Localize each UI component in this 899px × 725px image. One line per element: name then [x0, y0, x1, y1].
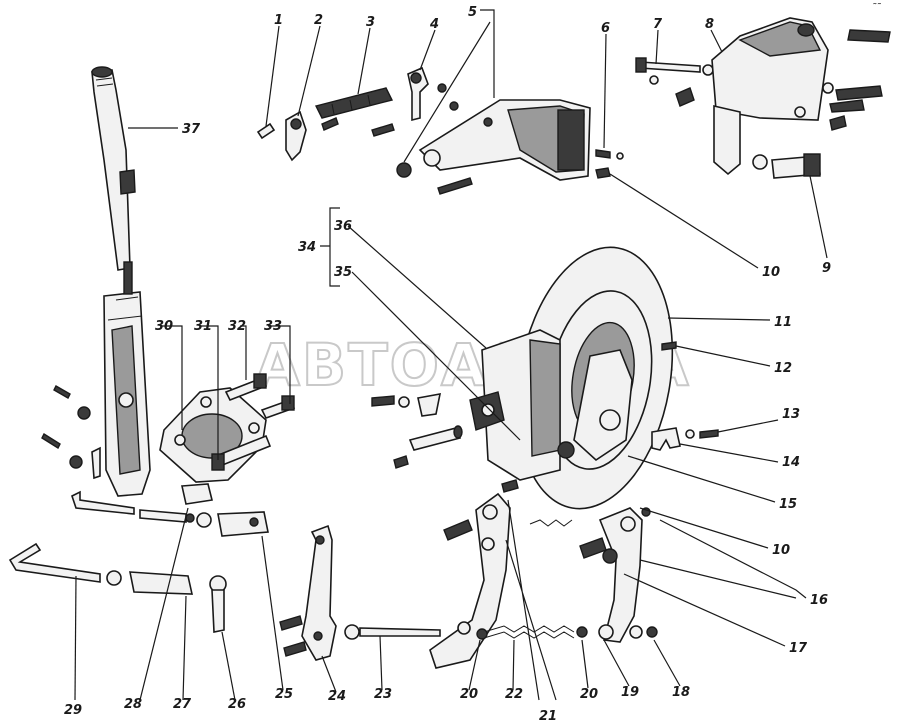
part-10-spring-lower: [501, 479, 573, 527]
callout-28: 28: [124, 697, 142, 712]
callout-4: 4: [429, 17, 439, 32]
part-3-shaft: [314, 87, 395, 137]
corner-mark: ˜˜: [872, 2, 882, 13]
callout-6: 6: [601, 21, 610, 36]
part-24-lever: [279, 524, 337, 661]
part-17-lever: [579, 507, 651, 643]
callout-22: 22: [505, 687, 523, 702]
callout-29: 29: [64, 703, 82, 718]
part-15-shoe: [557, 341, 677, 462]
part-4-link: [407, 66, 459, 122]
callout-5: 5: [468, 5, 477, 20]
part-7-bolt: [635, 57, 714, 107]
callout-8: 8: [705, 17, 714, 32]
part-1-screw: [256, 122, 276, 140]
callout-17: 17: [789, 641, 808, 656]
part-5-housing: [396, 99, 591, 195]
part-22-spring: [476, 625, 588, 640]
callout-15: 15: [779, 497, 797, 512]
callout-37: 37: [182, 122, 201, 137]
part-37-hand-lever: [91, 66, 151, 497]
part-32-bolt: [224, 373, 268, 402]
part-14-fork: [651, 427, 719, 451]
callout-10-lower: 10: [772, 543, 790, 558]
callout-labels: 1 2 3 4 5 6 7 8 9 10 11 12 13 14 15 10 1…: [64, 5, 831, 724]
callout-11: 11: [774, 315, 792, 330]
leader-lines: [74, 9, 828, 701]
part-2-bracket: [285, 110, 307, 162]
part-27-nut: [185, 513, 195, 523]
part-6-pin: [595, 149, 624, 179]
part-29-rod: [8, 542, 194, 595]
callout-1: 1: [274, 13, 283, 28]
callout-21: 21: [539, 709, 557, 724]
part-23-rod: [344, 624, 441, 640]
callout-30: 30: [155, 319, 173, 334]
callout-36: 36: [334, 219, 352, 234]
callout-34: 34: [298, 240, 316, 255]
callout-31: 31: [194, 319, 212, 334]
rod-upper: [71, 490, 212, 528]
callout-20-left: 20: [460, 687, 478, 702]
callout-3: 3: [366, 15, 375, 30]
callout-26: 26: [228, 697, 246, 712]
callout-2: 2: [314, 13, 323, 28]
callout-33: 33: [264, 319, 282, 334]
callout-24: 24: [328, 689, 346, 704]
callout-19: 19: [621, 685, 639, 700]
part-18-nut: [629, 625, 658, 639]
part-25-clevis: [217, 511, 269, 537]
callout-18: 18: [672, 685, 690, 700]
part-34-brake-shoe-assembly: [469, 329, 561, 481]
callout-32: 32: [228, 319, 246, 334]
callout-7: 7: [653, 17, 663, 32]
part-33-bolt: [260, 395, 296, 419]
center-small-parts: [371, 393, 463, 469]
part-19-lever: [429, 492, 511, 669]
part-28-pin: [181, 483, 213, 505]
callout-13: 13: [782, 407, 800, 422]
part-26-eye: [209, 575, 227, 633]
callout-12: 12: [774, 361, 792, 376]
left-small-fasteners: [41, 385, 101, 480]
callout-14: 14: [782, 455, 800, 470]
callout-35: 35: [334, 265, 352, 280]
callout-27: 27: [173, 697, 192, 712]
part-9-bolt: [752, 153, 821, 179]
callout-16: 16: [810, 593, 828, 608]
part-8-bracket: [711, 17, 891, 176]
callout-20-right: 20: [580, 687, 598, 702]
part-31-bolt: [211, 434, 272, 471]
callout-23: 23: [374, 687, 392, 702]
callout-9: 9: [822, 261, 831, 276]
callout-25: 25: [275, 687, 293, 702]
callout-10-upper: 10: [762, 265, 780, 280]
